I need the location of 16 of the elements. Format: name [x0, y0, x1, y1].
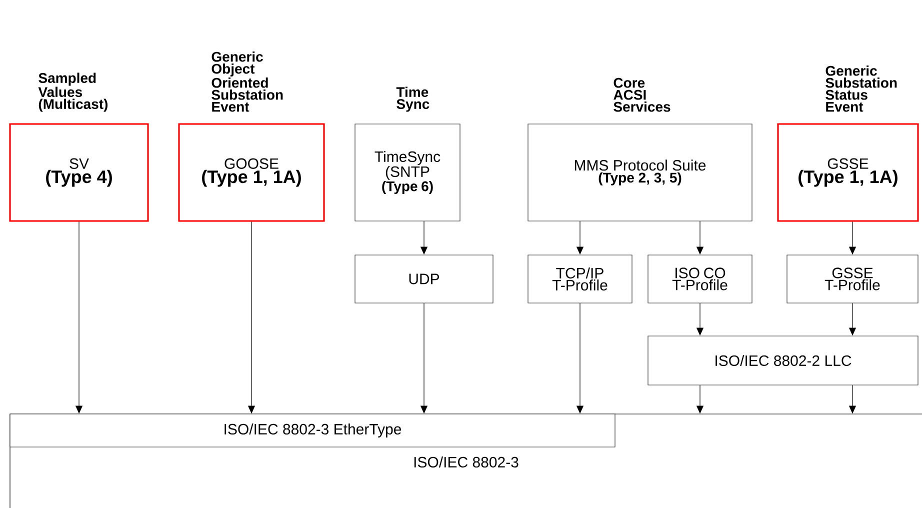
heading: Core ACSI Services: [614, 78, 670, 112]
heading: Sampled Values (Multicast): [38, 72, 108, 112]
protocol-box: ISO/IEC 8802-2 LLC: [648, 336, 918, 386]
protocol-box: GSSE (Type 1, 1A): [777, 123, 919, 222]
protocol-box: TimeSync (SNTP (Type 6): [354, 124, 460, 222]
protocol-box: SV (Type 4): [9, 123, 149, 222]
protocol-box: TCP/IP T-Profile: [528, 254, 632, 304]
protocol-box: ISO/IEC 8802-3 EtherType: [10, 414, 616, 448]
heading: Generic Substation Status Event: [826, 66, 897, 112]
heading: Time Sync: [396, 86, 430, 112]
protocol-box: ISO CO T-Profile: [648, 254, 752, 304]
protocol-box: GSSE T-Profile: [786, 254, 918, 304]
protocol-box: MMS Protocol Suite (Type 2, 3, 5): [528, 124, 752, 222]
protocol-box: UDP: [354, 254, 494, 304]
protocol-box: GOOSE (Type 1, 1A): [178, 123, 325, 222]
heading: Generic Object Oriented Substation Event: [212, 51, 283, 112]
